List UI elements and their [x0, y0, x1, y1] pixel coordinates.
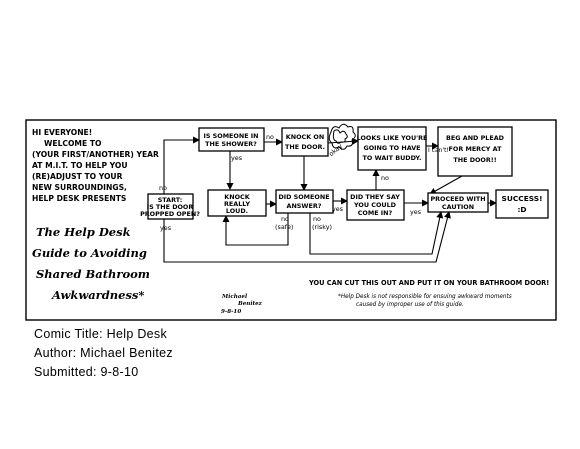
edge-beg-to-proceed — [429, 175, 463, 195]
box-beg — [437, 126, 513, 177]
label-okay: okay — [327, 142, 344, 158]
guide-title-line: Awkwardness* — [51, 288, 144, 302]
signature: Michael Benitez 9-8-10 — [221, 294, 263, 315]
guide-title: The Help Desk Guide to Avoiding Shared B… — [32, 225, 150, 302]
edge-answer-to-knock-loud — [222, 213, 289, 246]
label-i-cant: I can't! — [428, 147, 449, 154]
edge-labels: no yes no yes okay I can't! yes no yes n… — [159, 133, 449, 232]
disclaimer-line: *Help Desk is not responsible for ensuin… — [338, 294, 512, 300]
intro-line: HELP DESK PRESENTS — [32, 194, 126, 203]
box-start — [147, 193, 194, 220]
intro-line: NEW SURROUNDINGS, — [32, 183, 127, 192]
box-wait — [357, 126, 427, 171]
box-knock-loud — [207, 189, 267, 217]
edge-start-to-proceed — [163, 211, 451, 263]
label-no-risky: no(risky) — [312, 215, 332, 231]
label-answer-yes: yes — [332, 205, 344, 213]
intro-line: (RE)ADJUST TO YOUR — [32, 172, 123, 181]
label-shower-no: no — [266, 133, 274, 141]
disclaimer-line: caused by improper use of this guide. — [356, 302, 464, 308]
intro-line: AT M.I.T. TO HELP YOU — [32, 161, 128, 170]
comic-panel-border — [25, 119, 557, 321]
box-answer — [275, 189, 334, 214]
label-come-in-yes: yes — [410, 208, 422, 216]
label-no-safe: no(safe) — [275, 215, 293, 231]
label-start-yes: yes — [160, 224, 172, 232]
author-caption: Author: Michael Benitez — [34, 346, 173, 360]
label-come-in-no: no — [381, 174, 389, 182]
box-shower — [198, 127, 265, 152]
box-knock-door — [281, 127, 329, 157]
edge-answer-to-proceed — [309, 211, 444, 255]
node-success-text: SUCCESS!:D — [502, 194, 543, 214]
scribble-doodle — [328, 123, 356, 150]
box-success — [495, 189, 549, 219]
label-shower-yes: yes — [231, 154, 243, 162]
signature-line: 9-8-10 — [221, 309, 241, 315]
intro-line: HI EVERYONE! — [32, 128, 92, 137]
intro-line: WELCOME TO — [44, 139, 102, 148]
signature-line: Michael — [221, 294, 247, 300]
signature-line: Benitez — [237, 301, 263, 307]
comic-title-caption: Comic Title: Help Desk — [34, 327, 168, 341]
intro-text: HI EVERYONE! WELCOME TO (YOUR FIRST/ANOT… — [32, 128, 159, 203]
guide-title-line: The Help Desk — [36, 225, 131, 239]
box-proceed — [427, 192, 489, 213]
cut-out-note: YOU CAN CUT THIS OUT AND PUT IT ON YOUR … — [308, 279, 549, 287]
flow-connectors — [163, 136, 497, 263]
guide-title-line: Shared Bathroom — [36, 267, 150, 281]
flow-boxes — [147, 126, 549, 221]
disclaimer: *Help Desk is not responsible for ensuin… — [338, 294, 512, 308]
label-start-no: no — [159, 184, 167, 192]
submitted-caption: Submitted: 9-8-10 — [34, 365, 139, 379]
intro-line: (YOUR FIRST/ANOTHER) YEAR — [32, 150, 159, 159]
box-come-in — [346, 189, 405, 221]
edge-start-to-shower — [163, 136, 200, 194]
guide-title-line: Guide to Avoiding — [32, 246, 147, 260]
